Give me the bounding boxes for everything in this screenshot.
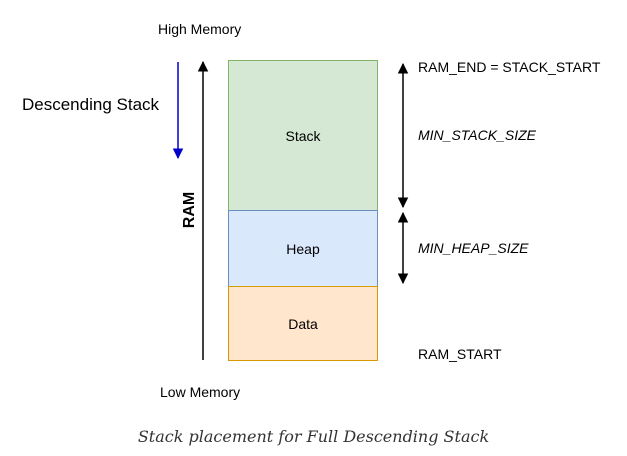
- descending-stack-label: Descending Stack: [22, 95, 160, 114]
- min-heap-size-label: MIN_HEAP_SIZE: [418, 240, 529, 256]
- data-block-label: Data: [288, 315, 318, 332]
- ram-end-label: RAM_END = STACK_START: [418, 59, 601, 75]
- figure-caption: Stack placement for Full Descending Stac…: [137, 427, 490, 446]
- low-memory-label: Low Memory: [160, 384, 241, 400]
- ram-start-label: RAM_START: [418, 346, 502, 362]
- ram-label: RAM: [181, 191, 198, 229]
- high-memory-label: High Memory: [158, 21, 242, 37]
- data-block: Data: [228, 286, 378, 361]
- heap-block-label: Heap: [286, 240, 320, 257]
- heap-block: Heap: [228, 210, 378, 287]
- stack-block: Stack: [228, 60, 378, 211]
- stack-block-label: Stack: [285, 127, 321, 144]
- min-stack-size-label: MIN_STACK_SIZE: [418, 127, 536, 143]
